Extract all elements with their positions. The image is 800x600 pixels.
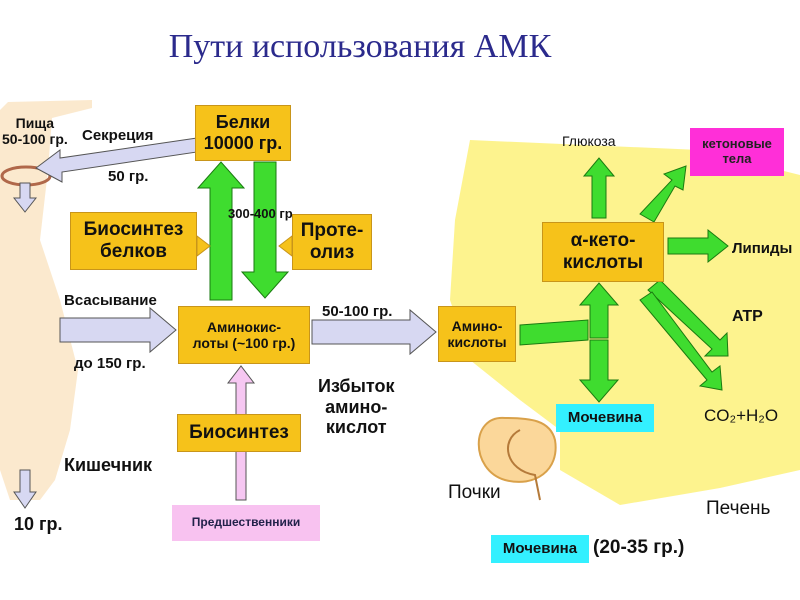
transfer-arrow <box>311 308 437 356</box>
glucose-label: Глюкоза <box>562 133 616 149</box>
liver-shape <box>450 140 800 505</box>
amino-pool-box: Аминокис- лоты (~100 гр.) <box>178 306 310 364</box>
biosynthesis-up-arrow <box>196 161 246 301</box>
ketone-arrow <box>639 165 687 223</box>
secretion-arrow <box>35 137 198 183</box>
food-label: Пища 50-100 гр. <box>2 115 68 148</box>
atp-arrow <box>647 279 729 357</box>
excretion-arrow <box>13 469 37 509</box>
liver-up-arrow <box>578 282 620 339</box>
proteolysis-side-arrow <box>278 234 293 258</box>
proteins-box: Белки 10000 гр. <box>195 105 291 161</box>
precursors-box: Предшественники <box>172 505 320 541</box>
intestine-label: Кишечник <box>64 455 153 475</box>
secretion-label: Секреция <box>82 127 154 144</box>
biosynthesis-box: Биосинтез <box>177 414 301 452</box>
biosynthesis-proteins-box: Биосинтез белков <box>70 212 197 270</box>
proteolysis-down-arrow <box>240 161 290 299</box>
lipids-label: Липиды <box>732 240 793 257</box>
liver-label: Печень <box>706 498 771 519</box>
excreted-label: 10 гр. <box>14 514 63 534</box>
urea-liver-box: Мочевина <box>556 404 654 432</box>
liver-down-arrow <box>578 339 620 403</box>
lipids-arrow <box>667 228 729 264</box>
absorption-arrow <box>59 306 177 354</box>
ureter-line <box>507 429 541 501</box>
excess-label: Избыток амино- кислот <box>318 376 395 438</box>
urea-out-box: Мочевина <box>491 535 589 563</box>
kidneys-label: Почки <box>448 482 501 503</box>
absorption-amount: до 150 гр. <box>74 355 146 372</box>
liver-side-arrow <box>519 319 589 346</box>
co2-h2o-label: CO₂+H₂O <box>704 406 779 425</box>
secretion-amount: 50 гр. <box>108 168 149 185</box>
biosynthesis-side-arrow <box>196 234 211 258</box>
keto-acids-box: α-кето- кислоты <box>542 222 664 282</box>
liver-amino-box: Амино- кислоты <box>438 306 516 362</box>
ketone-bodies-box: кетоновые тела <box>690 128 784 176</box>
atp-label: ATP <box>732 308 763 325</box>
transfer-label: 50-100 гр. <box>322 303 393 320</box>
urea-out-amount: (20-35 гр.) <box>593 537 685 558</box>
co2-arrow <box>639 291 723 391</box>
glucose-arrow <box>582 157 616 219</box>
turnover-label: 300-400 гр. <box>228 206 297 221</box>
food-down-arrow <box>12 182 38 213</box>
absorption-label: Всасывание <box>64 292 157 309</box>
kidney-shape <box>477 416 557 483</box>
page-title: Пути использования АМК <box>168 28 552 65</box>
proteolysis-box: Проте- олиз <box>292 214 372 270</box>
